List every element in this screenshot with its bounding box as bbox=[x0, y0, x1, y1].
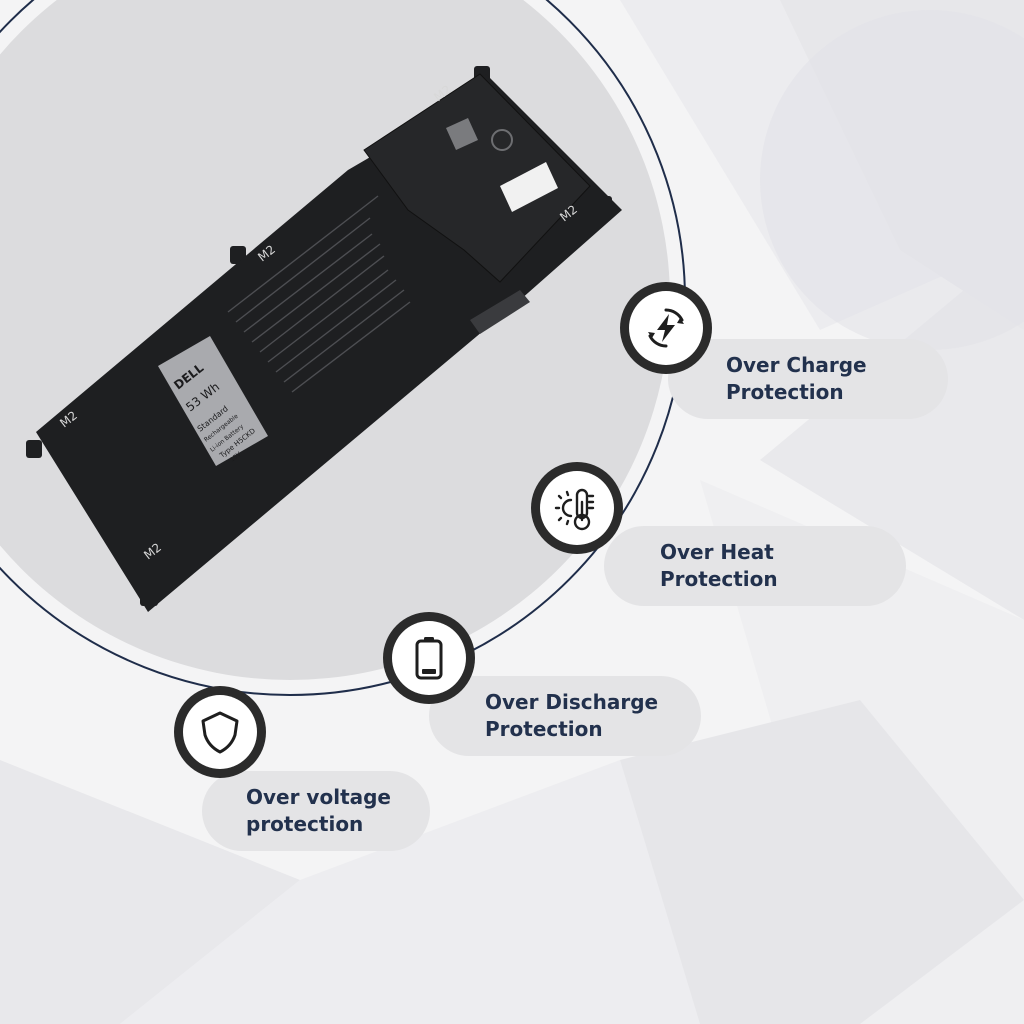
thermometer-sun-icon bbox=[554, 488, 595, 531]
feature-title: Over voltage bbox=[246, 785, 391, 809]
shield-icon bbox=[201, 711, 239, 754]
feature-pill-over-voltage: Over voltage protection bbox=[202, 771, 430, 851]
lightning-bolt-icon bbox=[648, 308, 684, 348]
feature-title: Over Discharge bbox=[485, 690, 659, 714]
badge-over-heat bbox=[531, 462, 623, 554]
badge-over-charge bbox=[620, 282, 712, 374]
feature-title: Over Heat bbox=[660, 540, 774, 564]
feature-subtitle: Protection bbox=[485, 717, 603, 741]
feature-pill-over-charge: Over Charge Protection bbox=[668, 339, 948, 419]
badge-over-voltage bbox=[174, 686, 266, 778]
battery-low-icon bbox=[415, 637, 443, 680]
feature-subtitle: protection bbox=[246, 812, 364, 836]
feature-subtitle: Protection bbox=[660, 567, 778, 591]
feature-pill-over-heat: Over Heat Protection bbox=[604, 526, 906, 606]
feature-title: Over Charge bbox=[726, 353, 867, 377]
feature-pill-over-discharge: Over Discharge Protection bbox=[429, 676, 701, 756]
feature-subtitle: Protection bbox=[726, 380, 844, 404]
badge-over-discharge bbox=[383, 612, 475, 704]
